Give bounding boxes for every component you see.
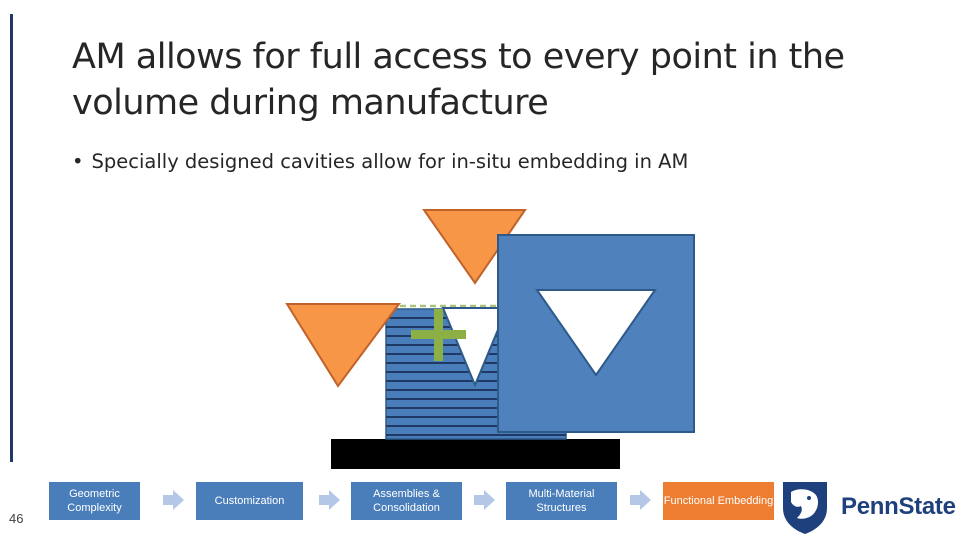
slide-title: AM allows for full access to every point… xyxy=(72,37,845,123)
block-cavity xyxy=(535,289,657,377)
plus-icon xyxy=(411,309,466,361)
left-accent-rule xyxy=(10,14,13,462)
process-step-functional-embedding: Functional Embedding xyxy=(663,482,774,520)
process-step-geometric-complexity: Geometric Complexity xyxy=(49,482,140,520)
process-step-customization: Customization xyxy=(196,482,303,520)
bullet-item: • Specially designed cavities allow for i… xyxy=(72,150,932,173)
pennstate-logo: PennState xyxy=(779,478,956,536)
pennstate-wordmark: PennState xyxy=(841,493,956,520)
build-plate xyxy=(331,439,620,469)
bullet-text: Specially designed cavities allow for in… xyxy=(91,150,689,173)
part-cavity xyxy=(441,307,509,388)
nittany-lion-shield-icon xyxy=(783,482,827,534)
slide-number: 46 xyxy=(9,511,24,526)
orange-insert-left xyxy=(285,303,401,388)
bullet-dot: • xyxy=(72,150,84,173)
process-step-multi-material-structures: Multi-Material Structures xyxy=(506,482,617,520)
process-step-assemblies-consolidation: Assemblies & Consolidation xyxy=(351,482,462,520)
